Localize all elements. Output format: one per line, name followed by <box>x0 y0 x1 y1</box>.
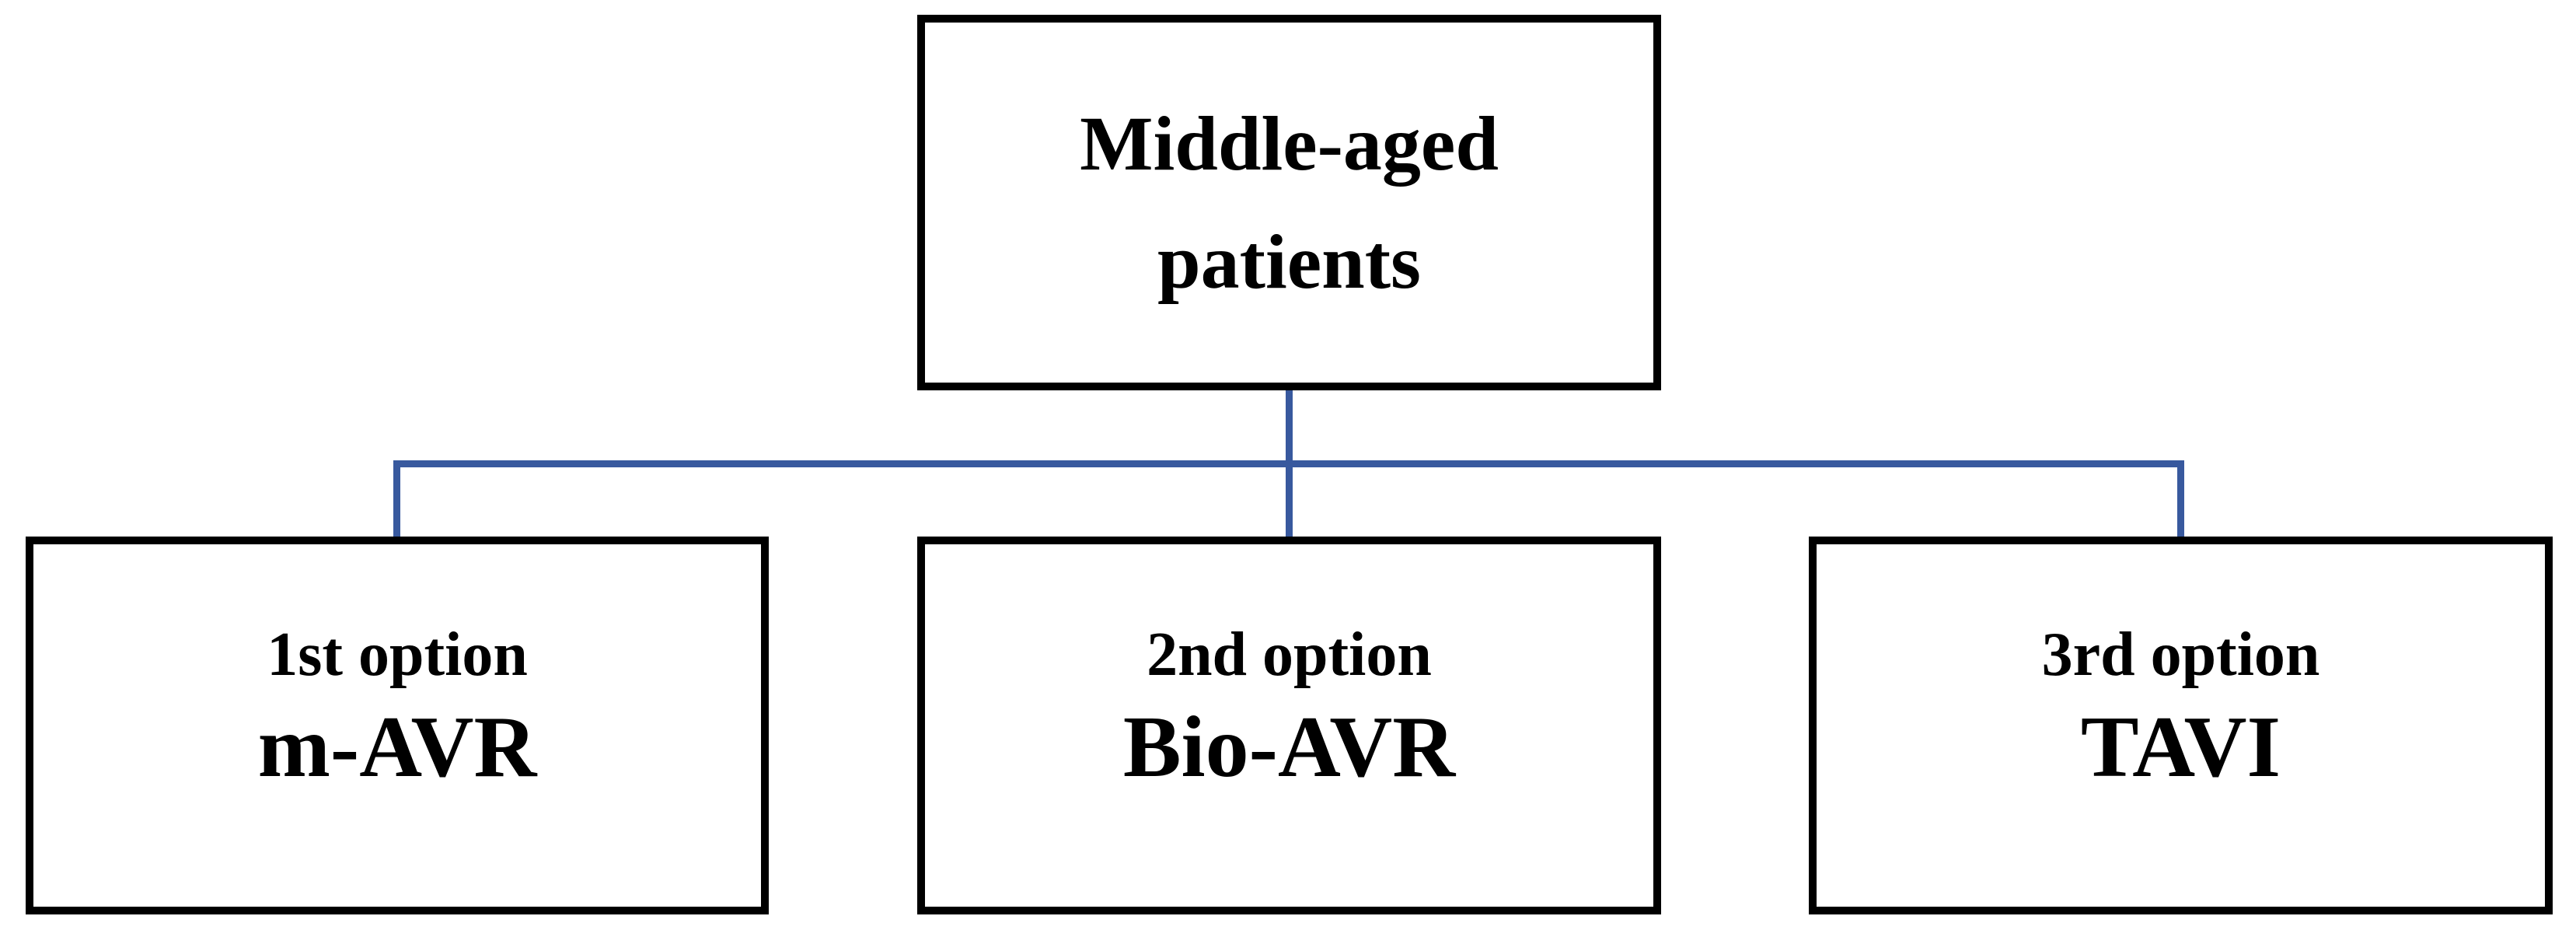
connector-horizontal-rail <box>393 460 2184 467</box>
root-node-middle-aged-patients: Middle-aged patients <box>917 15 1661 390</box>
root-node-label-line-2: patients <box>1157 218 1421 305</box>
treatment-name-label: TAVI <box>2080 699 2281 796</box>
option-rank-label: 3rd option <box>2041 621 2320 690</box>
connector-center-stub-line <box>1286 467 1293 537</box>
child-node-tavi: 3rd option TAVI <box>1809 537 2553 914</box>
connector-root-drop-line <box>1286 390 1293 468</box>
child-node-tavi-text: 3rd option TAVI <box>2042 621 2320 795</box>
root-node-label-line-1: Middle-aged <box>1080 100 1499 187</box>
treatment-name-label: m-AVR <box>257 699 537 796</box>
connector-right-stub-line <box>2177 467 2184 537</box>
option-rank-label: 2nd option <box>1147 621 1432 690</box>
treatment-name-label: Bio-AVR <box>1122 699 1456 796</box>
child-node-m-avr-text: 1st option m-AVR <box>258 621 537 795</box>
connector-left-stub-line <box>393 467 400 537</box>
child-node-bio-avr: 2nd option Bio-AVR <box>917 537 1661 914</box>
option-rank-label: 1st option <box>267 621 528 690</box>
child-node-m-avr: 1st option m-AVR <box>26 537 769 914</box>
child-node-bio-avr-text: 2nd option Bio-AVR <box>1123 621 1455 795</box>
